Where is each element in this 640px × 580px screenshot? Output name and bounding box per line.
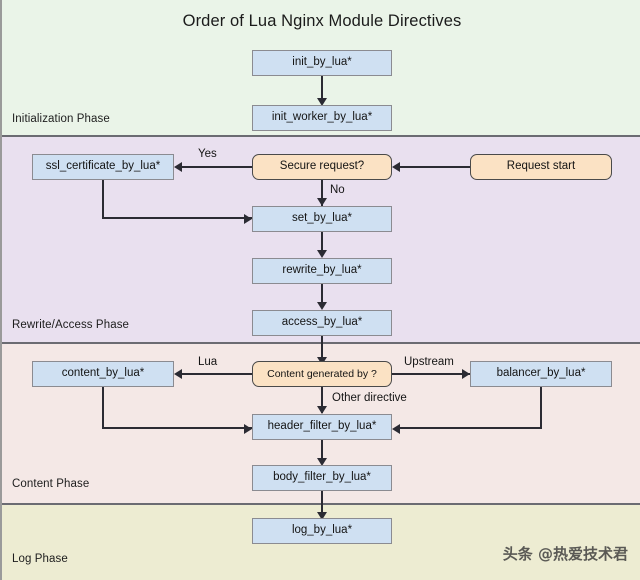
edge-contentgen-to-balancer-line xyxy=(392,373,470,375)
node-log-by-lua[interactable]: log_by_lua* xyxy=(252,518,392,544)
node-request-start[interactable]: Request start xyxy=(470,154,612,180)
edge-secure-to-set-arrowhead xyxy=(317,198,327,206)
edge-init-to-initworker-line xyxy=(321,76,323,100)
phase-label-log: Log Phase xyxy=(12,553,68,565)
edge-label-other-directive: Other directive xyxy=(332,392,407,404)
edge-balancer-to-header-vline xyxy=(540,387,542,429)
edge-contentgen-to-header-line xyxy=(321,387,323,413)
edge-set-to-rewrite-arrowhead xyxy=(317,250,327,258)
edge-secure-to-ssl-line xyxy=(182,166,252,168)
edge-contentgen-to-balancer-arrowhead xyxy=(462,369,470,379)
edge-rewrite-to-access-arrowhead xyxy=(317,302,327,310)
edge-rewrite-to-access-line xyxy=(321,284,323,308)
edge-access-to-contentgen-line xyxy=(321,336,323,364)
edge-requeststart-to-secure-arrowhead xyxy=(392,162,400,172)
edge-label-lua: Lua xyxy=(198,356,218,368)
edge-set-to-rewrite-line xyxy=(321,232,323,256)
edge-ssl-to-set-arrowhead xyxy=(244,214,252,224)
phase-label-rewrite-access: Rewrite/Access Phase xyxy=(12,319,130,331)
phase-label-content: Content Phase xyxy=(12,478,90,490)
edge-header-to-body-arrowhead xyxy=(317,458,327,466)
edge-contentgen-to-content-arrowhead xyxy=(174,369,182,379)
node-content-by-lua[interactable]: content_by_lua* xyxy=(32,361,174,387)
node-balancer-by-lua[interactable]: balancer_by_lua* xyxy=(470,361,612,387)
node-access-by-lua[interactable]: access_by_lua* xyxy=(252,310,392,336)
edge-ssl-to-set-vline xyxy=(102,180,104,218)
edge-contentgen-to-content-line xyxy=(182,373,252,375)
node-ssl-certificate-by-lua[interactable]: ssl_certificate_by_lua* xyxy=(32,154,174,180)
node-body-filter-by-lua[interactable]: body_filter_by_lua* xyxy=(252,465,392,491)
edge-secure-to-ssl-arrowhead xyxy=(174,162,182,172)
node-init-by-lua[interactable]: init_by_lua* xyxy=(252,50,392,76)
edge-label-upstream: Upstream xyxy=(404,356,454,368)
phase-label-initialization: Initialization Phase xyxy=(12,113,110,125)
node-rewrite-by-lua[interactable]: rewrite_by_lua* xyxy=(252,258,392,284)
node-init-worker-by-lua[interactable]: init_worker_by_lua* xyxy=(252,105,392,131)
edge-contentgen-to-header-arrowhead xyxy=(317,406,327,414)
edge-body-to-log-arrowhead xyxy=(317,512,327,520)
node-header-filter-by-lua[interactable]: header_filter_by_lua* xyxy=(252,414,392,440)
edge-ssl-to-set-hline xyxy=(102,217,252,219)
edge-balancer-to-header-arrowhead xyxy=(392,424,400,434)
edge-body-to-log-line xyxy=(321,491,323,519)
edge-label-yes: Yes xyxy=(198,148,217,160)
edge-content-to-header-vline xyxy=(102,387,104,429)
node-set-by-lua[interactable]: set_by_lua* xyxy=(252,206,392,232)
edge-label-no: No xyxy=(330,184,345,196)
edge-content-to-header-arrowhead xyxy=(244,424,252,434)
edge-requeststart-to-secure-line xyxy=(400,166,470,168)
node-secure-request[interactable]: Secure request? xyxy=(252,154,392,180)
edge-header-to-body-line xyxy=(321,440,323,464)
watermark: 头条 @热爱技术君 xyxy=(502,545,628,563)
edge-secure-to-set-line xyxy=(321,180,323,206)
diagram-title: Order of Lua Nginx Module Directives xyxy=(182,12,462,30)
edge-balancer-to-header-hline xyxy=(400,427,542,429)
node-content-generated-by[interactable]: Content generated by ? xyxy=(252,361,392,387)
edge-content-to-header-hline xyxy=(102,427,252,429)
edge-init-to-initworker-arrowhead xyxy=(317,98,327,106)
